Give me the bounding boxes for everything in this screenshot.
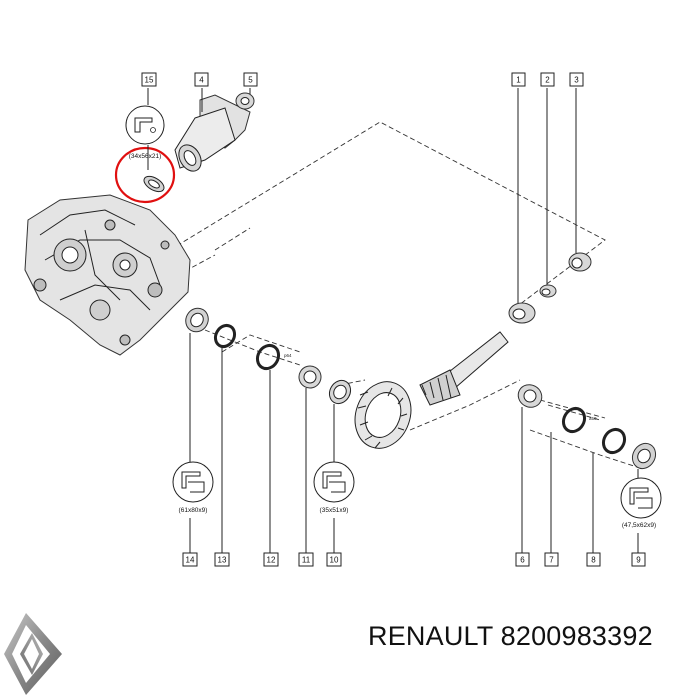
renault-logo-icon — [4, 613, 62, 695]
brand-name: RENAULT — [368, 621, 493, 651]
callout-2-label: 2 — [545, 76, 550, 85]
callout-4-label: 4 — [199, 76, 204, 85]
part-11-bearing — [298, 365, 322, 389]
part-2-ring — [539, 284, 557, 298]
callout-6: 6 — [515, 552, 530, 567]
callout-3-label: 3 — [574, 76, 579, 85]
red-highlight-circle — [114, 146, 176, 204]
gearbox-housing — [24, 194, 191, 356]
pinion-shaft — [419, 331, 509, 406]
callout-12: 12 — [263, 552, 279, 567]
callout-7: 7 — [544, 552, 559, 567]
callout-8: 8 — [586, 552, 601, 567]
callout-9-label: 9 — [636, 556, 641, 565]
seal-14-dimension: (61x80x9) — [179, 507, 208, 514]
part-9-seal — [631, 442, 657, 470]
seal-15-dimension: (34x56x21) — [129, 153, 162, 160]
callout-11-label: 11 — [302, 556, 311, 565]
callout-11: 11 — [298, 552, 314, 567]
callout-14-label: 14 — [186, 556, 195, 565]
part-number: 8200983392 — [500, 621, 653, 651]
seal-profile-14 — [172, 461, 214, 503]
callout-7-label: 7 — [549, 556, 554, 565]
part-4-flange — [174, 94, 251, 172]
part-10-seal — [328, 379, 352, 405]
seal-profile-15 — [125, 105, 165, 145]
callout-8-label: 8 — [591, 556, 596, 565]
leader-lines — [147, 88, 639, 553]
callout-15-label: 15 — [145, 76, 154, 85]
ring-gear — [354, 381, 412, 449]
callout-2: 2 — [540, 72, 555, 87]
part-3-bearing — [568, 252, 592, 272]
part-6-bearing — [517, 384, 543, 408]
callout-3: 3 — [569, 72, 584, 87]
callout-13: 13 — [214, 552, 230, 567]
part-7-shim: a50 — [561, 406, 597, 434]
callout-9: 9 — [631, 552, 646, 567]
shim-7-label: a50 — [589, 416, 597, 421]
callout-10-label: 10 — [330, 556, 339, 565]
callout-4: 4 — [194, 72, 209, 87]
callout-5: 5 — [243, 72, 258, 87]
seal-9-dimension: (47,5x62x9) — [622, 522, 656, 529]
callout-6-label: 6 — [520, 556, 525, 565]
callout-1-label: 1 — [516, 76, 521, 85]
callout-15: 15 — [141, 72, 157, 87]
shim-12-label: p64 — [284, 353, 292, 358]
callout-1: 1 — [511, 72, 526, 87]
part-12-shim: p64 — [255, 343, 292, 371]
seal-10-dimension: (35x51x9) — [320, 507, 349, 514]
part-13-ring — [213, 323, 237, 349]
callout-5-label: 5 — [248, 76, 253, 85]
callout-14: 14 — [182, 552, 198, 567]
part-14-seal — [185, 307, 209, 333]
callout-12-label: 12 — [267, 556, 276, 565]
footer-brand-partnumber: RENAULT 8200983392 — [368, 621, 653, 652]
seal-profile-10 — [313, 461, 355, 503]
seal-profile-9 — [620, 477, 662, 519]
callout-10: 10 — [326, 552, 342, 567]
part-15-seal — [143, 175, 165, 193]
part-8-ring — [601, 427, 627, 455]
part-5-bearing — [235, 92, 255, 110]
callout-13-label: 13 — [218, 556, 227, 565]
part-1-bearing — [508, 302, 536, 324]
